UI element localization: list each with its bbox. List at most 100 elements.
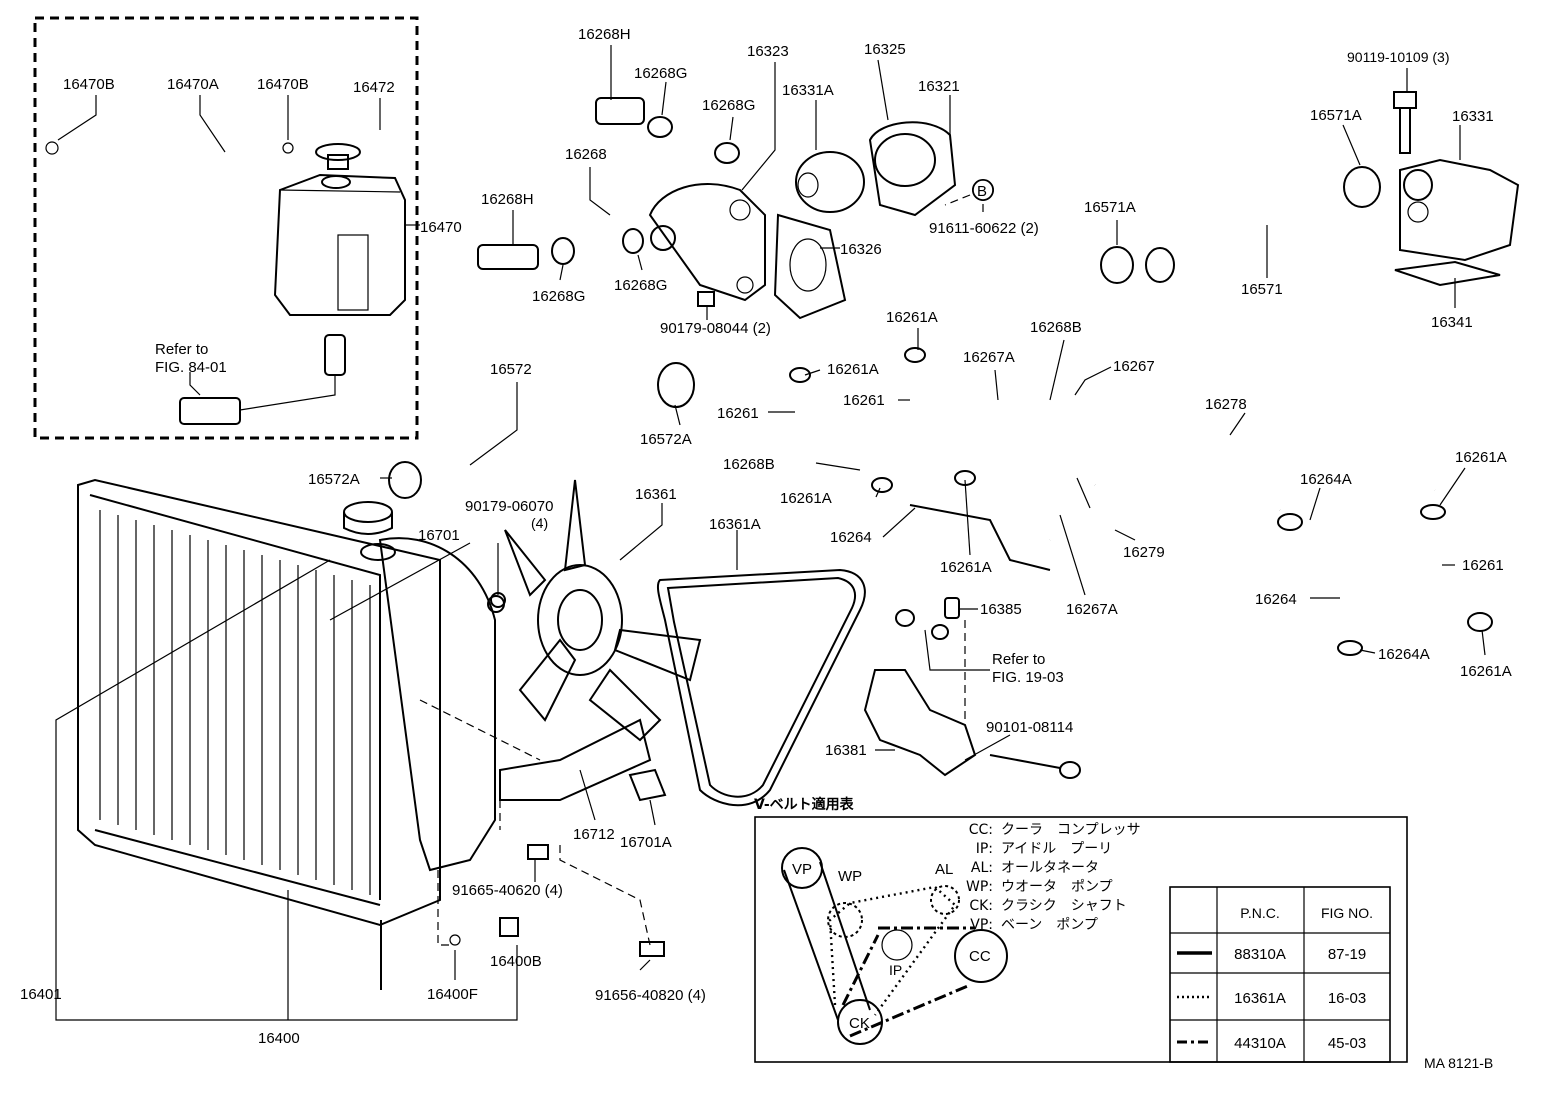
label-90119-10109: 90119-10109 (3) xyxy=(1347,49,1449,65)
label-16361: 16361 xyxy=(635,486,677,503)
label-16264A-b: 16264A xyxy=(1378,646,1430,663)
vbelt-panel-title: V-ベルト適用表 xyxy=(754,796,855,813)
fan-shroud-and-fan xyxy=(378,479,702,872)
label-16261A-a: 16261A xyxy=(886,309,938,326)
label-refer-fig19-line1: Refer to xyxy=(992,651,1045,668)
pulley-label-ck: CK xyxy=(849,1015,870,1032)
label-16470A: 16470A xyxy=(167,76,219,93)
label-circle-B: B xyxy=(977,183,987,200)
label-refer-fig84-line2: FIG. 84-01 xyxy=(155,359,227,376)
table-row1-pnc: 88310A xyxy=(1234,946,1286,963)
label-16401: 16401 xyxy=(20,986,62,1003)
label-16261A-f: 16261A xyxy=(1460,663,1512,680)
label-16261A-c: 16261A xyxy=(1455,449,1507,466)
reserve-tank-group xyxy=(33,16,419,440)
label-16264A-a: 16264A xyxy=(1300,471,1352,488)
table-row2-pnc: 16361A xyxy=(1234,990,1286,1007)
pulley-diagram: VP WP AL IP CC CK xyxy=(781,847,1008,1045)
label-16261A-e: 16261A xyxy=(940,559,992,576)
label-16264-b: 16264 xyxy=(1255,591,1297,608)
legend-name-al: オールタネータ xyxy=(1001,860,1099,876)
label-16572: 16572 xyxy=(490,361,532,378)
label-16268B-a: 16268B xyxy=(1030,319,1082,336)
label-16261-b: 16261 xyxy=(843,392,885,409)
label-refer-fig19-line2: FIG. 19-03 xyxy=(992,669,1064,686)
legend-code-al: AL: xyxy=(971,860,993,876)
label-16268: 16268 xyxy=(565,146,607,163)
label-91656-40820: 91656-40820 (4) xyxy=(595,987,706,1004)
label-16261A-d: 16261A xyxy=(780,490,832,507)
label-16470: 16470 xyxy=(420,219,462,236)
label-16470B-a: 16470B xyxy=(63,76,115,93)
label-16264-a: 16264 xyxy=(830,529,872,546)
label-16572A-a: 16572A xyxy=(640,431,692,448)
label-16331: 16331 xyxy=(1452,108,1494,125)
label-16268B-b: 16268B xyxy=(723,456,775,473)
legend-code-wp: WP: xyxy=(966,879,993,895)
pulley-label-al: AL xyxy=(935,861,953,878)
pulley-wp xyxy=(827,902,863,938)
legend-name-vp: ベーン ポンプ xyxy=(1001,917,1098,933)
vbelt-legend: CC: クーラ コンプレッサ IP: アイドル プーリ AL: オールタネータ … xyxy=(966,822,1141,933)
legend-code-cc: CC: xyxy=(969,822,993,838)
label-16331A: 16331A xyxy=(782,82,834,99)
label-16325: 16325 xyxy=(864,41,906,58)
legend-code-ck: CK: xyxy=(969,898,993,914)
label-16278: 16278 xyxy=(1205,396,1247,413)
label-16267A-b: 16267A xyxy=(1066,601,1118,618)
label-16279: 16279 xyxy=(1123,544,1165,561)
pulley-label-ip: IP xyxy=(889,962,902,978)
label-16571A-a: 16571A xyxy=(1310,107,1362,124)
drain-and-bolts xyxy=(487,595,665,957)
label-16268H-a: 16268H xyxy=(578,26,631,43)
label-16268G-a: 16268G xyxy=(634,65,687,82)
label-90101-08114: 90101-08114 xyxy=(986,719,1073,736)
label-16261A-b: 16261A xyxy=(827,361,879,378)
label-ma-8121-b: MA 8121-B xyxy=(1424,1055,1493,1071)
label-16701A: 16701A xyxy=(620,834,672,851)
label-16326: 16326 xyxy=(840,241,882,258)
v-belt xyxy=(656,568,866,807)
pulley-ck xyxy=(837,999,883,1045)
label-16701: 16701 xyxy=(418,527,460,544)
label-16267A-a: 16267A xyxy=(963,349,1015,366)
pulley-label-wp: WP xyxy=(838,868,862,885)
legend-name-ip: アイドル プーリ xyxy=(1001,841,1112,857)
label-16268G-b: 16268G xyxy=(702,97,755,114)
label-16361A: 16361A xyxy=(709,516,761,533)
pulley-al xyxy=(930,885,960,915)
table-header-pnc: P.N.C. xyxy=(1240,905,1279,921)
radiator xyxy=(77,478,461,990)
label-16261-c: 16261 xyxy=(1462,557,1504,574)
legend-name-cc: クーラ コンプレッサ xyxy=(1001,822,1141,838)
table-row3-fig: 45-03 xyxy=(1328,1035,1366,1052)
pulley-label-vp: VP xyxy=(792,861,812,878)
label-16268G-d: 16268G xyxy=(614,277,667,294)
label-16572A-b: 16572A xyxy=(308,471,360,488)
label-91665-40620: 91665-40620 (4) xyxy=(452,882,563,899)
label-16267: 16267 xyxy=(1113,358,1155,375)
label-90179-08044: 90179-08044 (2) xyxy=(660,320,771,337)
legend-code-vp: VP: xyxy=(970,917,993,933)
label-refer-fig84-line1: Refer to xyxy=(155,341,208,358)
upper-radiator-hose xyxy=(388,362,695,499)
label-16571A-b: 16571A xyxy=(1084,199,1136,216)
bracket-group xyxy=(863,597,1081,779)
legend-name-ck: クラシク シャフト xyxy=(1001,898,1127,914)
water-outlet-group xyxy=(1100,91,1520,287)
label-16385: 16385 xyxy=(980,601,1022,618)
water-inlet-group xyxy=(477,97,994,320)
table-header-fig-no: FIG NO. xyxy=(1321,905,1373,921)
table-row2-fig: 16-03 xyxy=(1328,990,1366,1007)
heater-pipes-group xyxy=(789,347,1493,656)
label-16571: 16571 xyxy=(1241,281,1283,298)
label-16712: 16712 xyxy=(573,826,615,843)
pulley-ip xyxy=(881,929,913,961)
label-16470B-b: 16470B xyxy=(257,76,309,93)
label-16321: 16321 xyxy=(918,78,960,95)
label-16268G-c: 16268G xyxy=(532,288,585,305)
label-91611-60622: 91611-60622 (2) xyxy=(929,220,1039,237)
legend-code-ip: IP: xyxy=(976,841,993,857)
label-90179-06070-qty: (4) xyxy=(531,515,548,531)
